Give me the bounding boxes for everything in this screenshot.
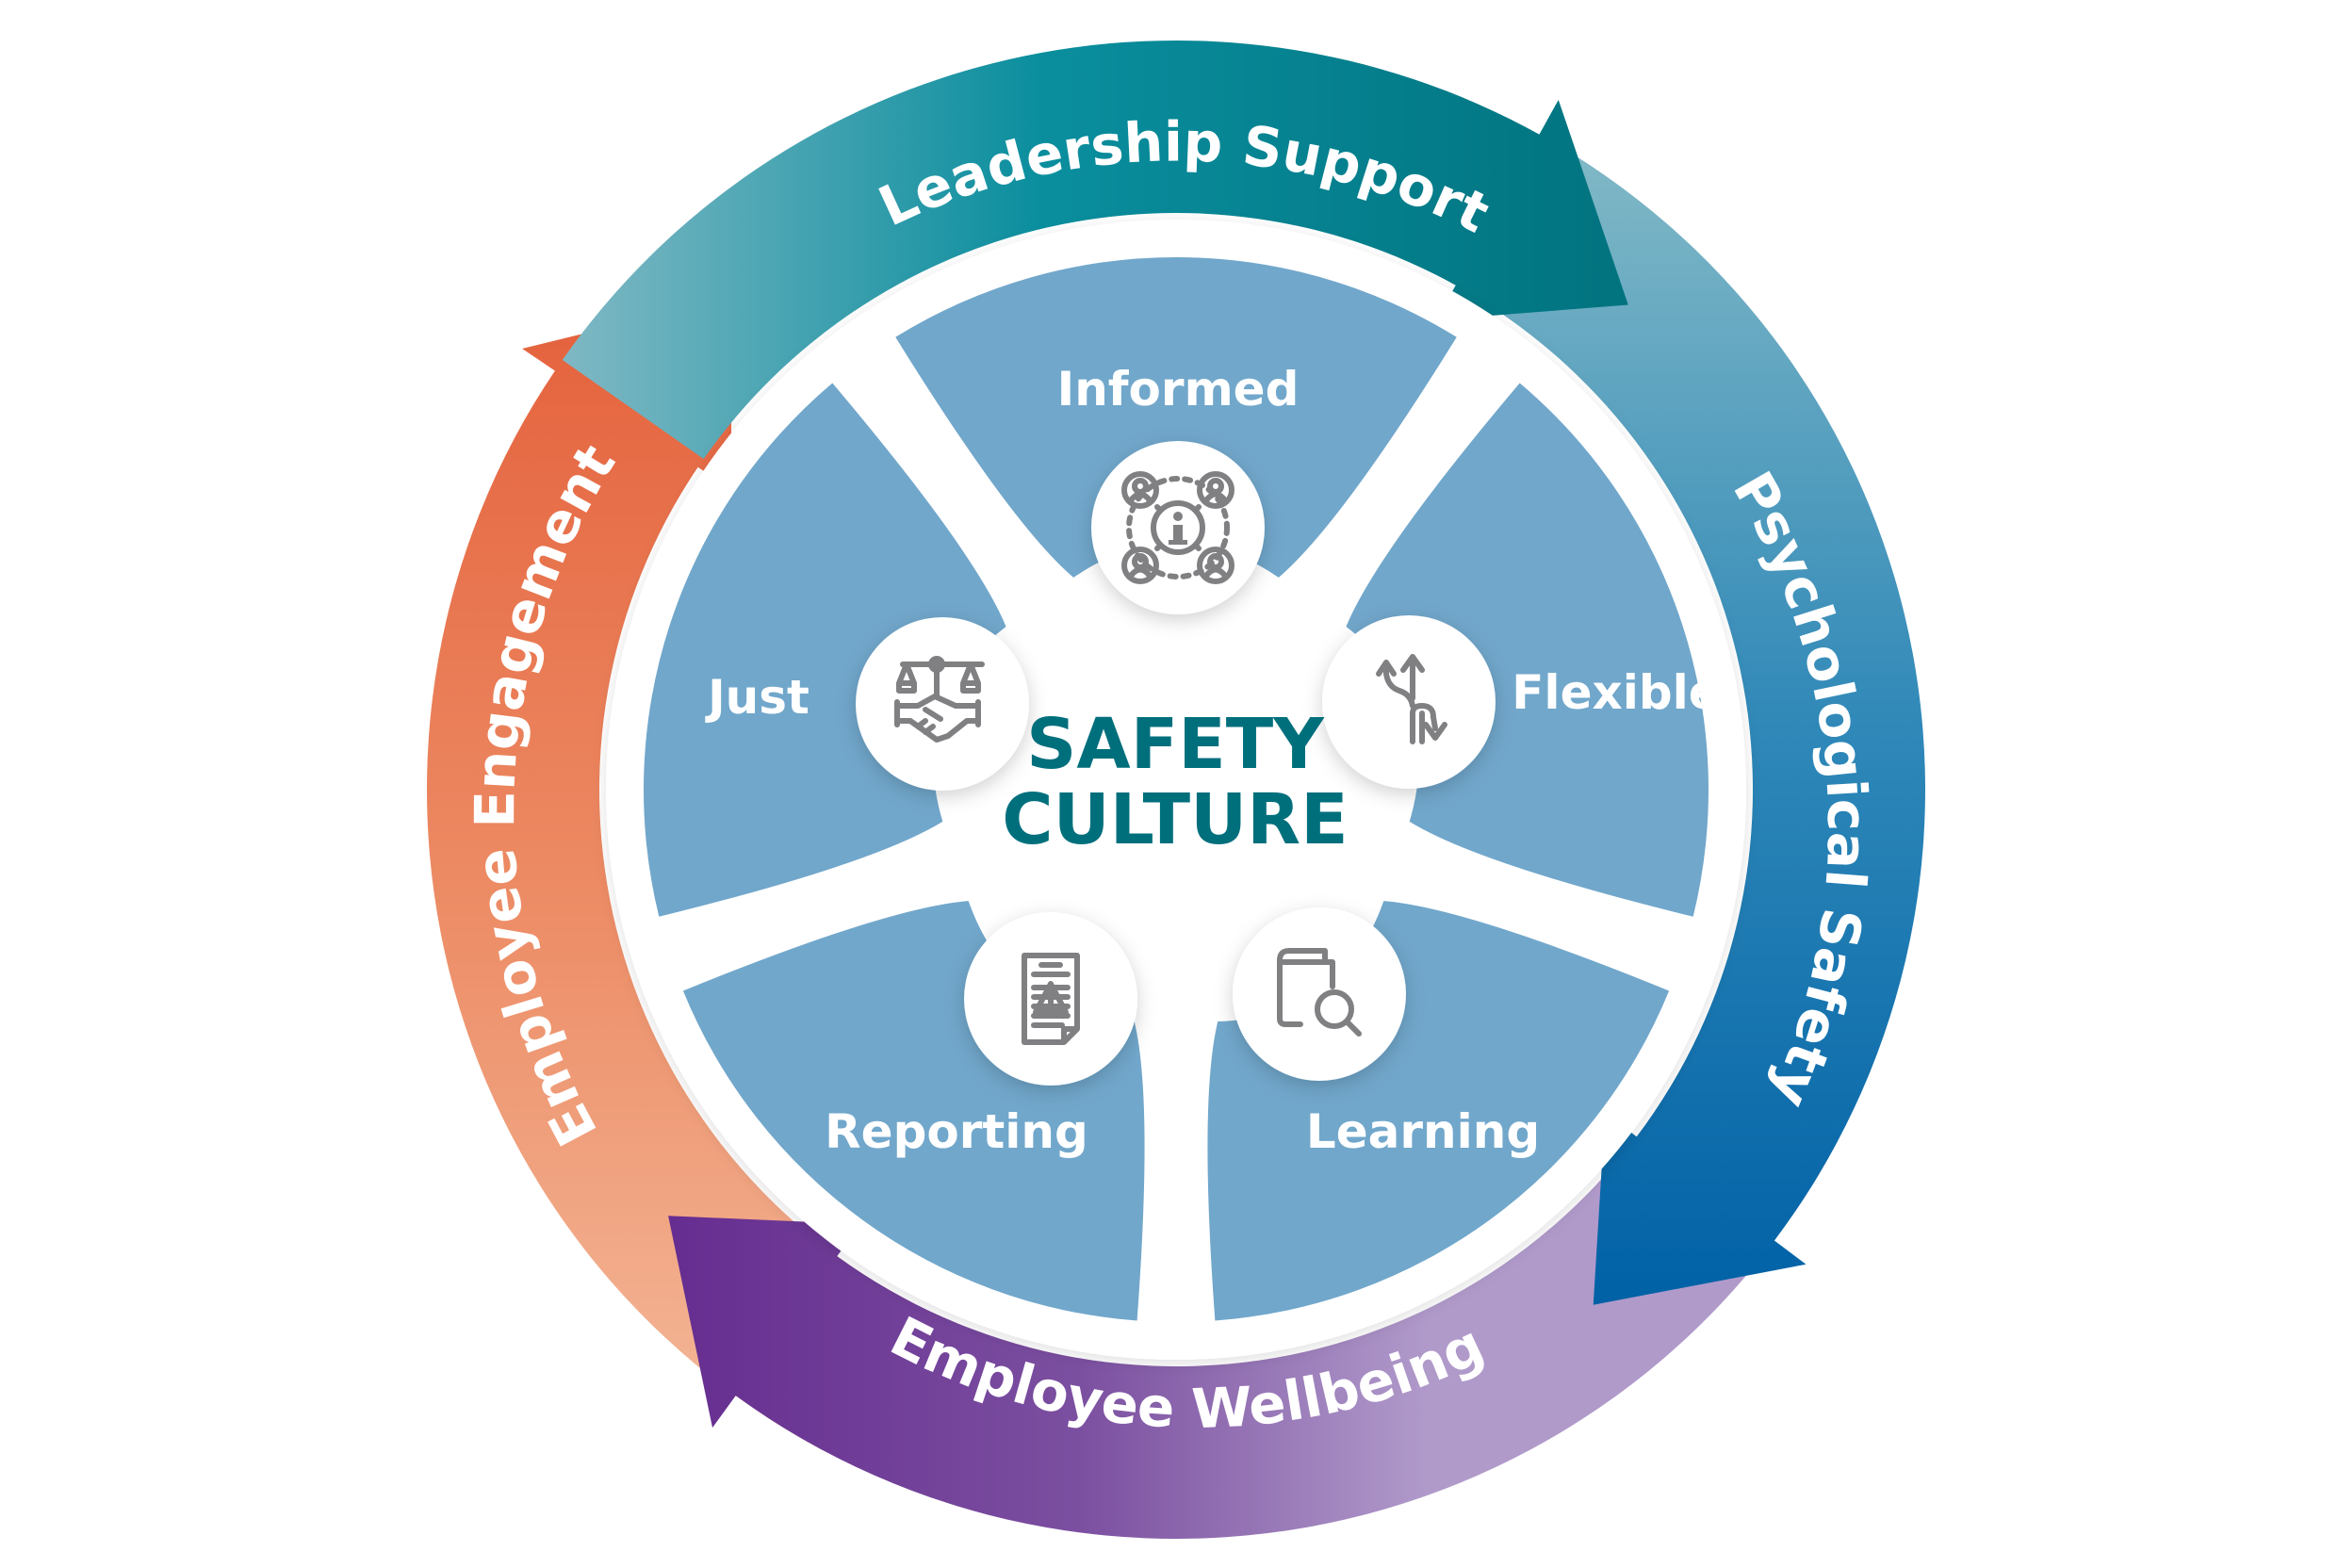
segment-label-learning: Learning (1306, 1104, 1540, 1159)
segment-label-just: Just (705, 670, 809, 725)
segment-label-reporting: Reporting (825, 1104, 1088, 1159)
segment-label-informed: Informed (1057, 362, 1300, 416)
center-title-line1: SAFETY (1026, 704, 1325, 785)
center-title-line2: CULTURE (1002, 779, 1348, 860)
network-info-icon (1091, 441, 1265, 614)
book-search-icon (1233, 907, 1406, 1081)
icon-badge-learning (1233, 907, 1406, 1081)
segment-informed (895, 256, 1457, 578)
engagement-arrow (426, 297, 906, 1451)
wellbeing-arrow (668, 1060, 1838, 1539)
psychological-safety-arrow (1481, 154, 1926, 1305)
scales-handshake-icon (856, 617, 1029, 791)
icon-badge-just (856, 617, 1029, 791)
leadership-support-arrow (562, 40, 1628, 459)
report-warning-icon (964, 912, 1137, 1086)
split-arrows-icon (1322, 615, 1496, 789)
segment-label-flexible: Flexible (1512, 665, 1720, 720)
